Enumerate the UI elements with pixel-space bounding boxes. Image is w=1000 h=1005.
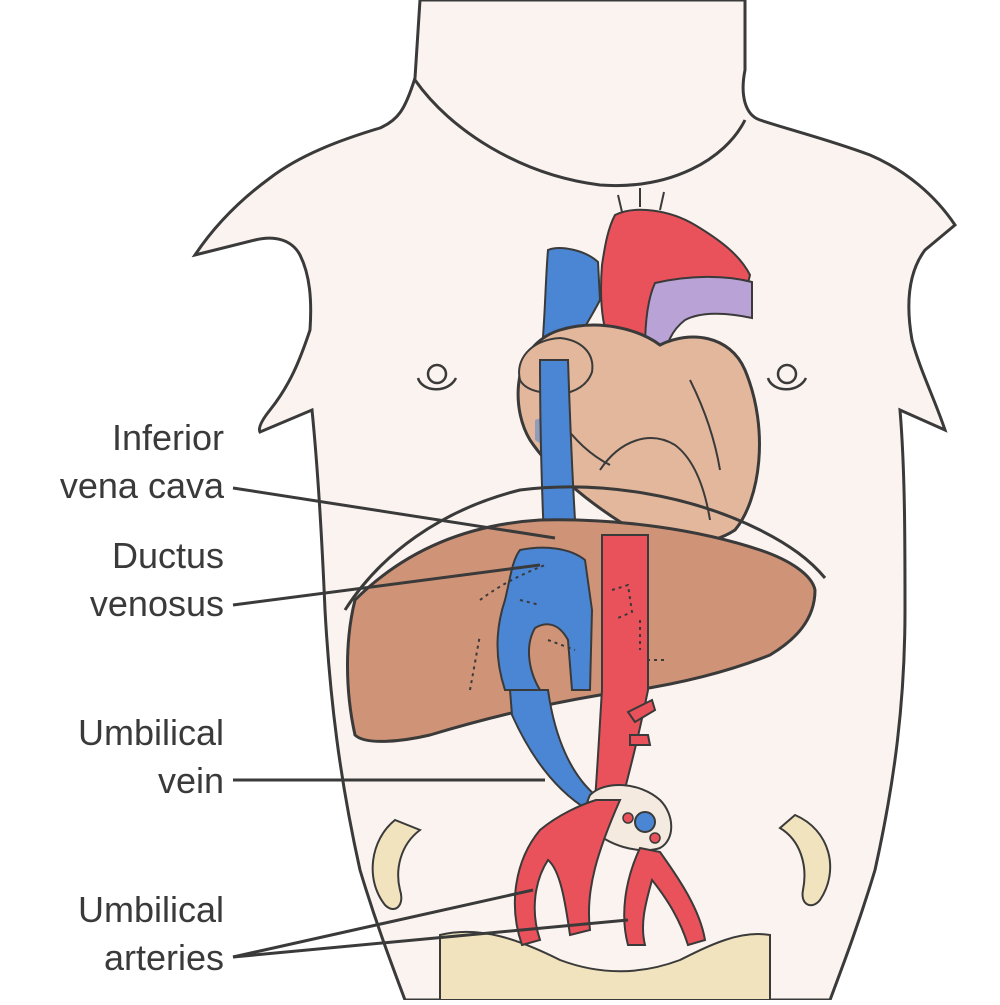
left-nipple (416, 363, 458, 391)
label-line: Inferior (112, 417, 224, 458)
pubic-region (439, 930, 771, 1001)
aorta-dotted-outline (601, 540, 665, 690)
neck-branches (617, 188, 665, 213)
ductus-arteriosus (643, 275, 753, 362)
left-umbilical-artery (513, 799, 622, 947)
label-line: vena cava (60, 465, 225, 506)
label-line: arteries (104, 937, 224, 978)
pelvis (371, 813, 832, 1001)
label-line: venosus (90, 583, 224, 624)
cord-artery-lumen-1 (622, 812, 634, 824)
right-iliac-crest (778, 813, 832, 907)
label-line: Ductus (112, 535, 224, 576)
right-nipple (766, 363, 808, 391)
right-umbilical-artery (623, 846, 707, 947)
label-umbilical-vein: Umbilical vein (78, 712, 224, 801)
leader-umbilical-arteries-1 (232, 888, 534, 959)
ductus-venosus-dotted (469, 564, 576, 691)
leader-inferior-vena-cava (232, 486, 556, 540)
torso (191, 0, 957, 1002)
label-line: Umbilical (78, 712, 224, 753)
diaphragm-line (343, 485, 827, 611)
descending-aorta (593, 534, 665, 801)
leader-lines (232, 486, 629, 959)
umbilical-arteries (513, 799, 707, 947)
label-umbilical-arteries: Umbilical arteries (78, 889, 224, 978)
cord-vein-lumen (634, 811, 656, 833)
label-line: vein (158, 760, 224, 801)
label-ductus-venosus: Ductus venosus (90, 535, 224, 624)
cord-artery-lumen-2 (649, 832, 661, 844)
torso-outline (191, 0, 957, 1002)
leader-ductus-venosus (232, 563, 541, 607)
portal-network (496, 546, 594, 691)
left-iliac-crest (371, 818, 423, 910)
ductus-venosus (469, 546, 594, 691)
chin-outline (413, 79, 747, 188)
hepatic-artery-branches (611, 583, 641, 650)
celiac-branches (626, 698, 657, 746)
leader-umbilical-arteries-2 (232, 918, 629, 959)
label-inferior-vena-cava: Inferior vena cava (60, 417, 225, 506)
label-line: Umbilical (78, 889, 224, 930)
